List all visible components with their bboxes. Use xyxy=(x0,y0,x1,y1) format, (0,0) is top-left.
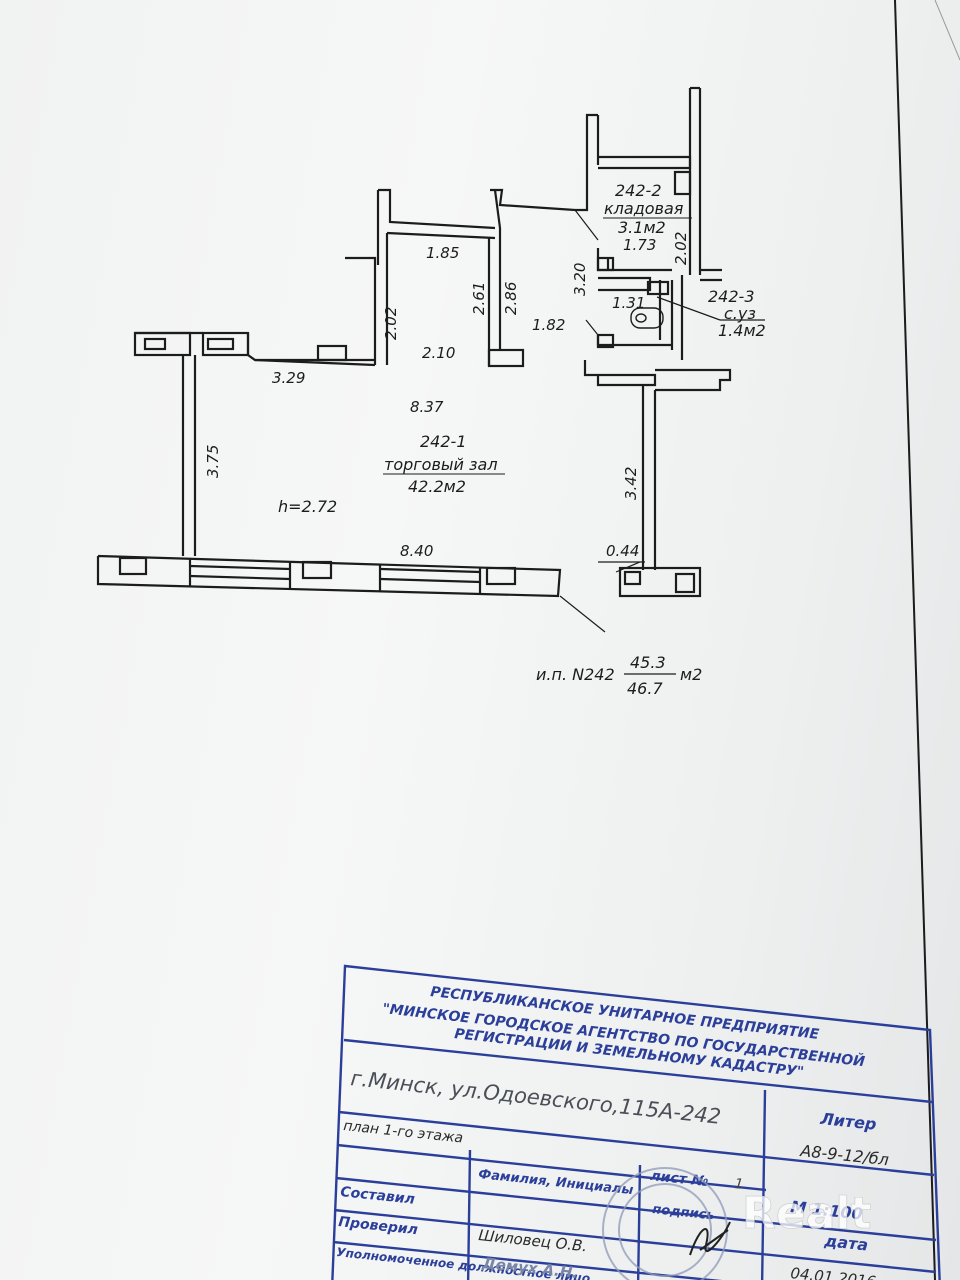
dim-2-02-left: 2.02 xyxy=(382,307,400,340)
sheet-value: 1 xyxy=(734,1176,745,1193)
dim-1-82: 1.82 xyxy=(532,316,565,334)
dim-8-40: 8.40 xyxy=(400,542,433,560)
dim-1-73: 1.73 xyxy=(623,236,656,254)
dim-1-85: 1.85 xyxy=(426,244,459,262)
col-signature-header: подпись xyxy=(652,1202,716,1223)
litera-label: Литер xyxy=(819,1109,878,1134)
date-label: дата xyxy=(823,1231,870,1255)
room-242-1-name: торговый зал xyxy=(384,455,498,474)
date-value: 04.01.2016 xyxy=(790,1264,877,1280)
dim-2-86: 2.86 xyxy=(502,282,520,315)
total-unit: м2 xyxy=(680,665,702,684)
dim-3-75: 3.75 xyxy=(204,445,222,478)
walls xyxy=(96,86,732,598)
total-numerator: 45.3 xyxy=(630,653,666,672)
dim-2-02-right: 2.02 xyxy=(672,232,690,265)
room-242-3-id: 242-3 xyxy=(708,287,755,306)
dim-3-42: 3.42 xyxy=(622,467,640,500)
dim-0-44: 0.44 xyxy=(606,542,639,560)
room-242-1-area: 42.2м2 xyxy=(408,477,466,496)
leaders xyxy=(559,209,765,633)
room-242-3-name: с.уз xyxy=(724,304,756,323)
room-242-2-id: 242-2 xyxy=(615,181,662,200)
ceiling-height: h=2.72 xyxy=(278,497,337,516)
room-242-3-area: 1.4м2 xyxy=(718,321,766,340)
page-border-line xyxy=(894,0,936,1280)
room-242-2-name: кладовая xyxy=(604,199,684,218)
toilet-fixture-icon xyxy=(630,307,664,329)
dim-2-61: 2.61 xyxy=(470,282,488,315)
round-seal-icon xyxy=(602,1167,728,1280)
room-242-1-id: 242-1 xyxy=(420,432,467,451)
total-denominator: 46.7 xyxy=(627,679,663,698)
row-compiled-label: Составил xyxy=(340,1184,416,1208)
room-242-2-area: 3.1м2 xyxy=(618,218,666,237)
wall-segment xyxy=(133,331,192,357)
dim-2-10: 2.10 xyxy=(422,344,455,362)
row-official-value: Демух А.Н. xyxy=(481,1254,579,1280)
total-label: и.п. N242 xyxy=(536,665,615,684)
page-edge xyxy=(934,0,960,61)
dim-8-37: 8.37 xyxy=(410,398,444,416)
signature-icon xyxy=(689,1221,731,1256)
dim-1-31: 1.31 xyxy=(612,294,645,312)
dim-3-29: 3.29 xyxy=(272,369,305,387)
watermark: Realt xyxy=(742,1188,872,1239)
col-name-header: Фамилия, Инициалы xyxy=(478,1167,635,1198)
dim-3-20: 3.20 xyxy=(571,263,589,296)
